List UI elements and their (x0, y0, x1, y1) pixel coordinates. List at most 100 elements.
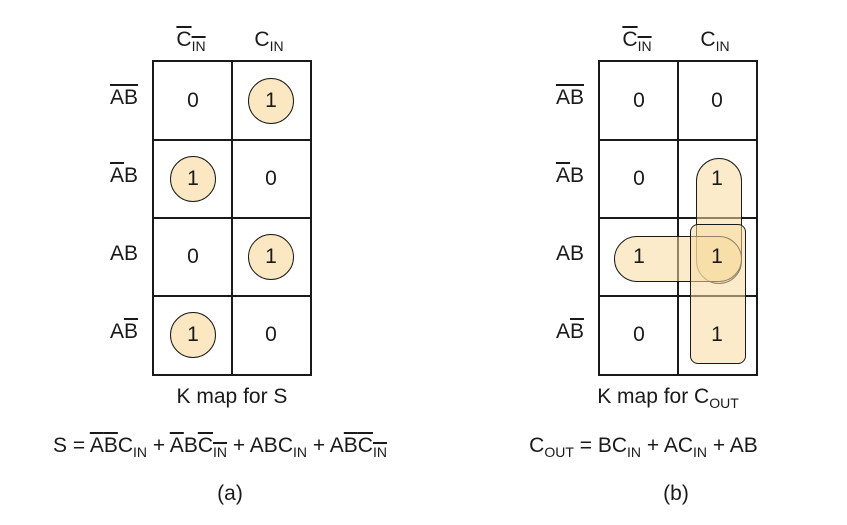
grouping-circle (248, 78, 294, 124)
kmap-cell: 0 (678, 62, 756, 140)
minterm: ABCIN (250, 434, 307, 460)
cell-value: 1 (265, 89, 277, 112)
kmap-cell: 1 (678, 218, 756, 296)
cell-value: 0 (633, 89, 645, 112)
literal: A (663, 434, 678, 457)
subscript: IN (372, 444, 387, 460)
kmap-cell: 1 (678, 140, 756, 218)
literal: B (123, 86, 138, 109)
row-label: AB (78, 164, 138, 188)
kmap-cell: 0 (154, 62, 232, 140)
row-label-text: AB (556, 164, 584, 187)
kmap-cell: 1 (154, 296, 232, 374)
kmap-s-grid: 0 1 1 0 0 1 1 0 (152, 60, 312, 376)
literal: B (569, 320, 584, 343)
equals: = (573, 434, 598, 457)
kmap-cell: 1 (678, 296, 756, 374)
row-label-text: AB (110, 242, 138, 265)
row-label-text: AB (110, 164, 138, 187)
cell-value: 0 (633, 167, 645, 190)
literal: B (123, 242, 138, 265)
kmap-cell: 1 (232, 62, 310, 140)
cell-value: 1 (265, 245, 277, 268)
column-header: CIN (597, 28, 677, 53)
cell-value: 1 (633, 245, 645, 268)
row-label-text: AB (556, 242, 584, 265)
literal: CIN (176, 28, 206, 54)
minterm: ABCIN (170, 434, 227, 460)
subscript: IN (191, 38, 206, 54)
panel-b-label: (b) (663, 482, 689, 505)
kmap-cell: 0 (232, 296, 310, 374)
kmap-cell: 0 (154, 218, 232, 296)
literal: CIN (611, 434, 642, 460)
column-header: CIN (229, 28, 309, 54)
group-acin (690, 224, 746, 364)
cell-value: 1 (711, 323, 723, 346)
equals: = (67, 434, 90, 457)
literal: A (555, 242, 570, 265)
product-term: ACIN (663, 434, 707, 460)
literal: A (729, 434, 744, 457)
literal: CIN (254, 28, 284, 54)
sum-equation: S = ABCIN + ABCIN + ABCIN + ABCIN (0, 434, 440, 460)
literal: B (263, 434, 278, 457)
panel-a-label: (a) (217, 482, 243, 505)
cell-value: 0 (187, 245, 199, 268)
cell-value: 1 (187, 167, 199, 190)
row-label: AB (78, 320, 138, 344)
grouping-circle (170, 312, 216, 358)
row-label: AB (524, 242, 584, 266)
row-label-text: AB (556, 86, 584, 109)
row-label: AB (78, 242, 138, 266)
row-label-text: AB (110, 320, 138, 343)
plus: + (306, 434, 330, 457)
literal: CIN (357, 434, 387, 460)
carry-equation: COUT = BCIN + ACIN + AB (440, 434, 847, 460)
row-label-text: AB (556, 320, 584, 343)
literal: B (343, 434, 358, 457)
literal: B (123, 164, 138, 187)
plus: + (147, 434, 170, 457)
literal: A (329, 434, 344, 457)
subscript: IN (213, 444, 227, 460)
literal: A (555, 320, 570, 343)
literal: B (597, 434, 612, 457)
literal: B (103, 434, 118, 457)
literal: CIN (197, 434, 227, 460)
grouping-circle (170, 156, 216, 202)
cell-value: 1 (711, 245, 723, 268)
cell-value: 0 (711, 89, 723, 112)
literal: A (555, 164, 570, 187)
literal: A (109, 320, 124, 343)
subscript: IN (715, 38, 730, 54)
literal: CIN (117, 434, 148, 460)
kmap-s-caption: K map for S (176, 385, 288, 408)
kmap-cell: 0 (232, 140, 310, 218)
row-label: AB (524, 86, 584, 110)
cell-value: 0 (265, 167, 277, 190)
literal: A (89, 434, 104, 457)
literal: CIN (277, 434, 307, 460)
equation-lhs: COUT (529, 434, 574, 460)
literal: B (743, 434, 758, 457)
literal: B (569, 242, 584, 265)
kmap-cout-caption: K map for COUT (597, 385, 739, 411)
literal: CIN (700, 28, 730, 54)
subscript: IN (292, 444, 307, 460)
subscript: IN (693, 444, 707, 460)
equation-lhs: S (53, 434, 68, 457)
cell-value: 0 (633, 323, 645, 346)
row-label: AB (524, 164, 584, 188)
literal: A (109, 164, 124, 187)
kmap-cell: 0 (600, 140, 678, 218)
cell-value: 1 (187, 323, 199, 346)
subscript: IN (133, 444, 148, 460)
literal: A (109, 242, 124, 265)
literal: B (123, 320, 138, 343)
literal: CIN (677, 434, 707, 460)
column-header: CIN (151, 28, 231, 54)
product-term: AB (730, 434, 758, 457)
